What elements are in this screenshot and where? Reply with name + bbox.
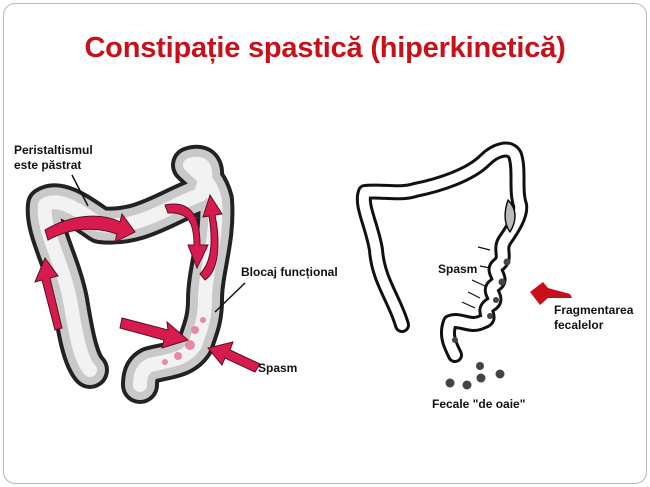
label-fragmentation-line2: fecalelor bbox=[554, 318, 604, 332]
slide-title: Constipație spastică (hiperkinetică) bbox=[84, 32, 566, 64]
label-sheep-stool: Fecale "de oaie" bbox=[432, 397, 526, 411]
arrow-up-ascending bbox=[34, 256, 63, 331]
arrow-down-descending bbox=[164, 203, 209, 270]
spasm-arrow-left bbox=[119, 317, 190, 349]
spasm-arrow-right bbox=[207, 341, 261, 373]
label-fragmentation-line1: Fragmentarea bbox=[554, 303, 634, 317]
arrow-right-transverse bbox=[44, 212, 136, 243]
block-pointer bbox=[214, 282, 246, 313]
spasm-dots bbox=[162, 317, 206, 365]
peristalsis-pointer bbox=[71, 174, 89, 207]
label-peristalsis-line1: Peristaltismul bbox=[14, 143, 93, 157]
label-peristalsis-line2: este păstrat bbox=[14, 158, 82, 172]
right-colon-shape bbox=[355, 141, 529, 363]
label-functional-block: Blocaj funcțional bbox=[241, 265, 338, 279]
arrow-up-descending bbox=[199, 193, 223, 281]
spasm-small-arrows bbox=[461, 246, 491, 309]
label-spasm-right: Spasm bbox=[438, 262, 478, 276]
fragmentation-arrow bbox=[530, 282, 572, 305]
label-spasm-left: Spasm bbox=[258, 361, 298, 375]
stool-mass bbox=[504, 199, 516, 233]
stool-pellets bbox=[445, 258, 511, 390]
peristalsis-arrows bbox=[34, 193, 261, 373]
